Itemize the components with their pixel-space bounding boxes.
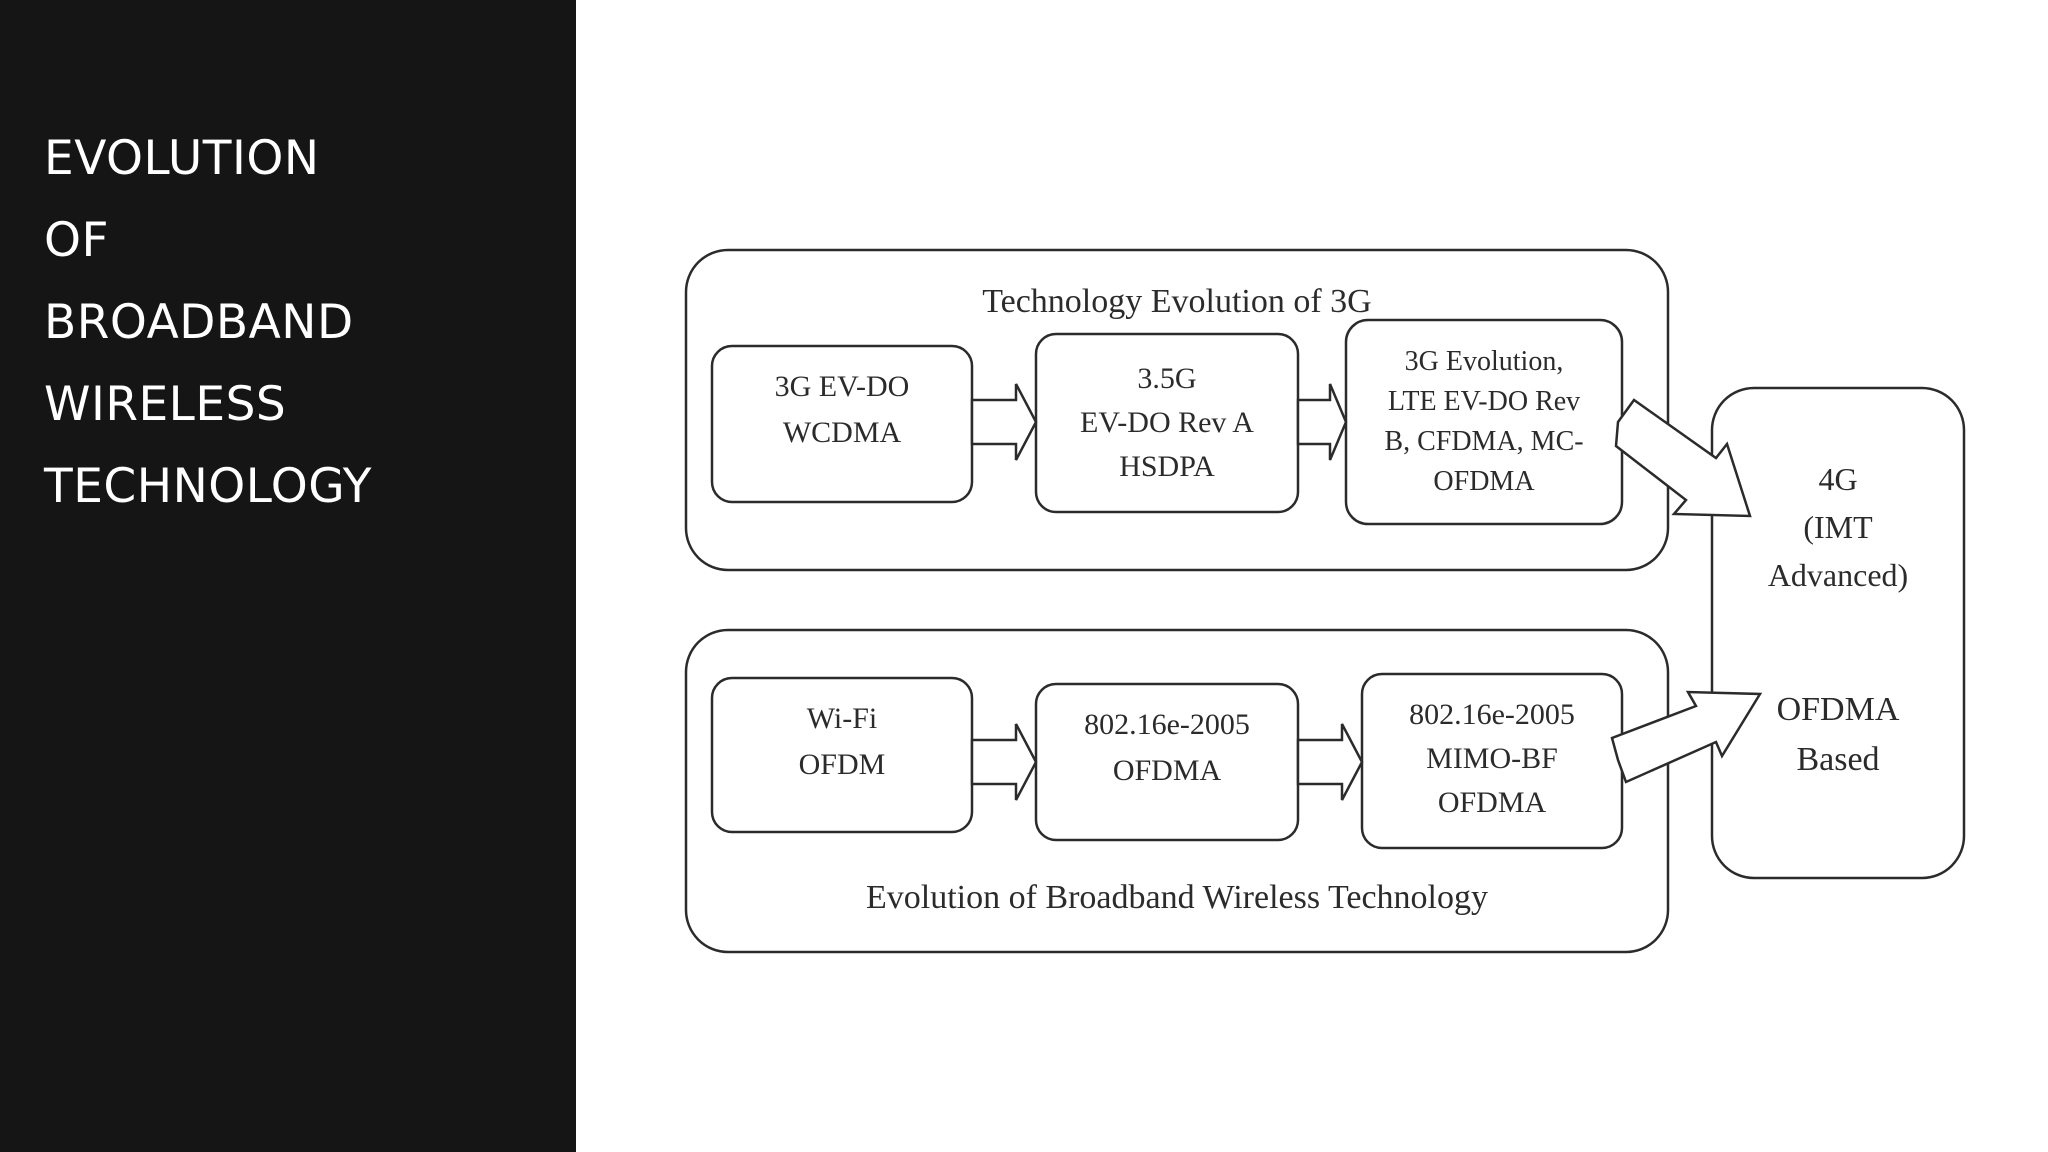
box-802-16e-mimo-line: OFDMA [1438,786,1547,819]
box-wifi-line: Wi-Fi [807,702,877,735]
title-panel: EVOLUTION OF BROADBAND WIRELESS TECHNOLO… [0,0,576,1152]
box-802-16e-line: OFDMA [1113,754,1222,787]
group-3g-title: Technology Evolution of 3G [982,283,1372,320]
arrow-right-icon [1296,383,1348,461]
box-3g-ev-do-line: WCDMA [783,416,902,449]
group-3g-container [684,248,1670,572]
box-3-5g-line: HSDPA [1119,450,1215,483]
box-3g-evolution-line: LTE EV-DO Rev [1388,386,1580,417]
box-4g-target [1710,386,1966,880]
box-3-5g-line: 3.5G [1137,362,1196,395]
arrow-diagonal-up-icon [1610,690,1763,784]
group-bwt-container [684,628,1670,954]
box-802-16e-mimo-line: 802.16e-2005 [1409,698,1575,731]
box-4g-line: Advanced) [1768,557,1908,593]
box-802-16e-line: 802.16e-2005 [1084,708,1250,741]
arrow-diagonal-down-icon [1614,398,1752,518]
box-4g-line: Based [1796,741,1879,778]
box-wifi-line: OFDM [799,748,886,781]
box-3g-evolution-line: OFDMA [1433,466,1535,497]
arrow-right-icon [970,383,1038,461]
title-line: EVOLUTION [44,131,320,186]
arrow-right-icon [970,723,1038,801]
box-3-5g-line: EV-DO Rev A [1080,406,1254,439]
group-bwt-title: Evolution of Broadband Wireless Technolo… [866,879,1488,916]
title-line: OF [44,213,110,268]
title-line: TECHNOLOGY [44,459,373,514]
box-802-16e-mimo-line: MIMO-BF [1426,742,1558,775]
slide-title: EVOLUTION OF BROADBAND WIRELESS TECHNOLO… [44,118,372,528]
box-4g-line: (IMT [1803,509,1873,545]
title-line: BROADBAND [44,295,354,350]
box-3g-evolution-line: B, CFDMA, MC- [1384,426,1583,457]
arrow-right-icon [1296,723,1364,801]
title-line: WIRELESS [44,377,287,432]
box-4g-line: OFDMA [1777,691,1900,728]
box-3g-evolution-line: 3G Evolution, [1405,346,1564,377]
box-3g-ev-do-line: 3G EV-DO [775,370,910,403]
box-4g-line: 4G [1818,461,1857,497]
